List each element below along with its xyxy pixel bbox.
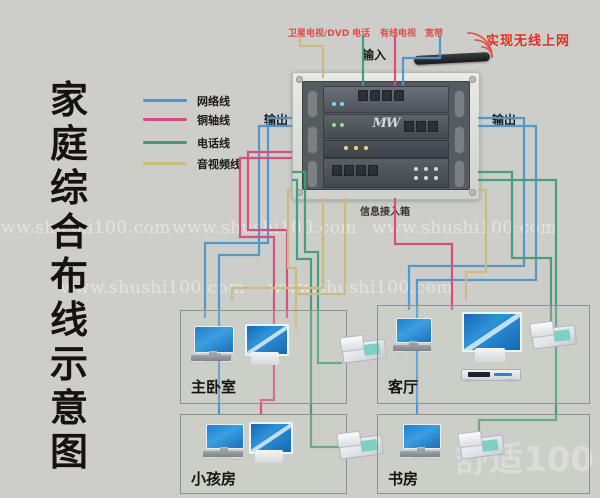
cable-av-master-bedroom xyxy=(286,188,298,330)
room-label-study-room: 书房 xyxy=(388,470,419,488)
cabinet-interior: MW xyxy=(302,81,470,190)
room-label-living-room: 客厅 xyxy=(388,378,419,396)
device-tv-kids-room xyxy=(249,422,293,464)
device-tv-master-bedroom xyxy=(245,324,289,366)
device-tv-living-room xyxy=(462,312,522,364)
cable-network-kids-room xyxy=(217,124,292,414)
source-label-satellite-dvd: 卫星电视/DVD xyxy=(288,29,350,39)
title-char: 意 xyxy=(49,386,88,430)
legend-label: 铜轴线 xyxy=(197,113,230,127)
coaxial-cable-swatch xyxy=(143,118,187,121)
legend-item-network: 网络线 xyxy=(143,91,241,110)
legend-label: 网络线 xyxy=(197,94,230,108)
legend: 网络线 铜轴线 电话线 音视频线 xyxy=(143,91,241,173)
legend-item-av: 音视频线 xyxy=(143,154,241,173)
source-label-broadband: 宽带 xyxy=(425,29,444,39)
cabinet-module-splitter xyxy=(323,140,449,158)
legend-label: 电话线 xyxy=(197,136,230,150)
title-char: 家 xyxy=(49,78,88,122)
device-computer-living-room xyxy=(392,318,434,354)
title-char: 庭 xyxy=(49,122,88,166)
cabinet-module-terminal-block xyxy=(323,158,449,188)
cable-coax-living-room xyxy=(393,198,454,310)
cable-telephone-living-room xyxy=(478,170,553,322)
information-access-cabinet: MW xyxy=(292,72,480,200)
cable-telephone-study-room xyxy=(477,178,558,434)
page-title: 家 庭 综 合 布 线 示 意 图 xyxy=(38,78,100,474)
device-computer-study-room xyxy=(399,424,443,460)
cable-av-input xyxy=(298,36,325,78)
cabinet-module-router xyxy=(323,114,449,139)
title-char: 图 xyxy=(49,430,88,474)
wireless-internet-label: 实现无线上网 xyxy=(486,34,571,49)
output-label-left: 输出 xyxy=(264,113,289,127)
cable-broadband-input xyxy=(401,36,442,86)
title-char: 合 xyxy=(49,210,88,254)
device-telephone-living-room xyxy=(529,320,578,350)
cable-network-living-room xyxy=(407,116,526,310)
cable-coax-kids-room xyxy=(238,156,292,414)
input-label: 输入 xyxy=(362,48,387,62)
source-label-telephone: 电话 xyxy=(352,29,371,39)
legend-item-coaxial: 铜轴线 xyxy=(143,110,241,129)
device-telephone-study-room xyxy=(457,430,506,460)
title-char: 布 xyxy=(49,254,88,298)
cabinet-brand-label: MW xyxy=(372,116,401,131)
output-label-right: 输出 xyxy=(492,113,517,127)
telephone-cable-swatch xyxy=(143,141,187,144)
device-computer-kids-room xyxy=(202,424,246,460)
cabinet-caption: 信息接入箱 xyxy=(360,207,410,218)
source-label-cable-tv: 有线电视 xyxy=(380,29,417,39)
wifi-icon xyxy=(467,32,493,58)
title-char: 示 xyxy=(49,342,88,386)
title-char: 综 xyxy=(49,166,88,210)
device-computer-master-bedroom xyxy=(190,326,236,364)
av-cable-swatch xyxy=(143,162,187,165)
cabinet-module-patch-panel xyxy=(323,86,449,113)
room-label-master-bedroom: 主卧室 xyxy=(191,378,237,396)
legend-label: 音视频线 xyxy=(197,157,241,171)
title-char: 线 xyxy=(49,298,88,342)
cable-av-living-room xyxy=(464,188,488,300)
cable-network-master-bedroom xyxy=(203,116,292,318)
cable-av-trunk-right xyxy=(296,198,347,296)
room-label-kids-room: 小孩房 xyxy=(191,470,237,488)
cable-coax-master-bedroom xyxy=(246,150,292,318)
network-cable-swatch xyxy=(143,99,187,102)
device-dvd-player-living-room xyxy=(461,369,521,383)
cable-telephone-master-bedroom xyxy=(292,170,342,365)
cable-telephone-kids-room xyxy=(292,178,339,449)
cable-av-trunk-left xyxy=(230,198,325,300)
legend-item-telephone: 电话线 xyxy=(143,133,241,152)
